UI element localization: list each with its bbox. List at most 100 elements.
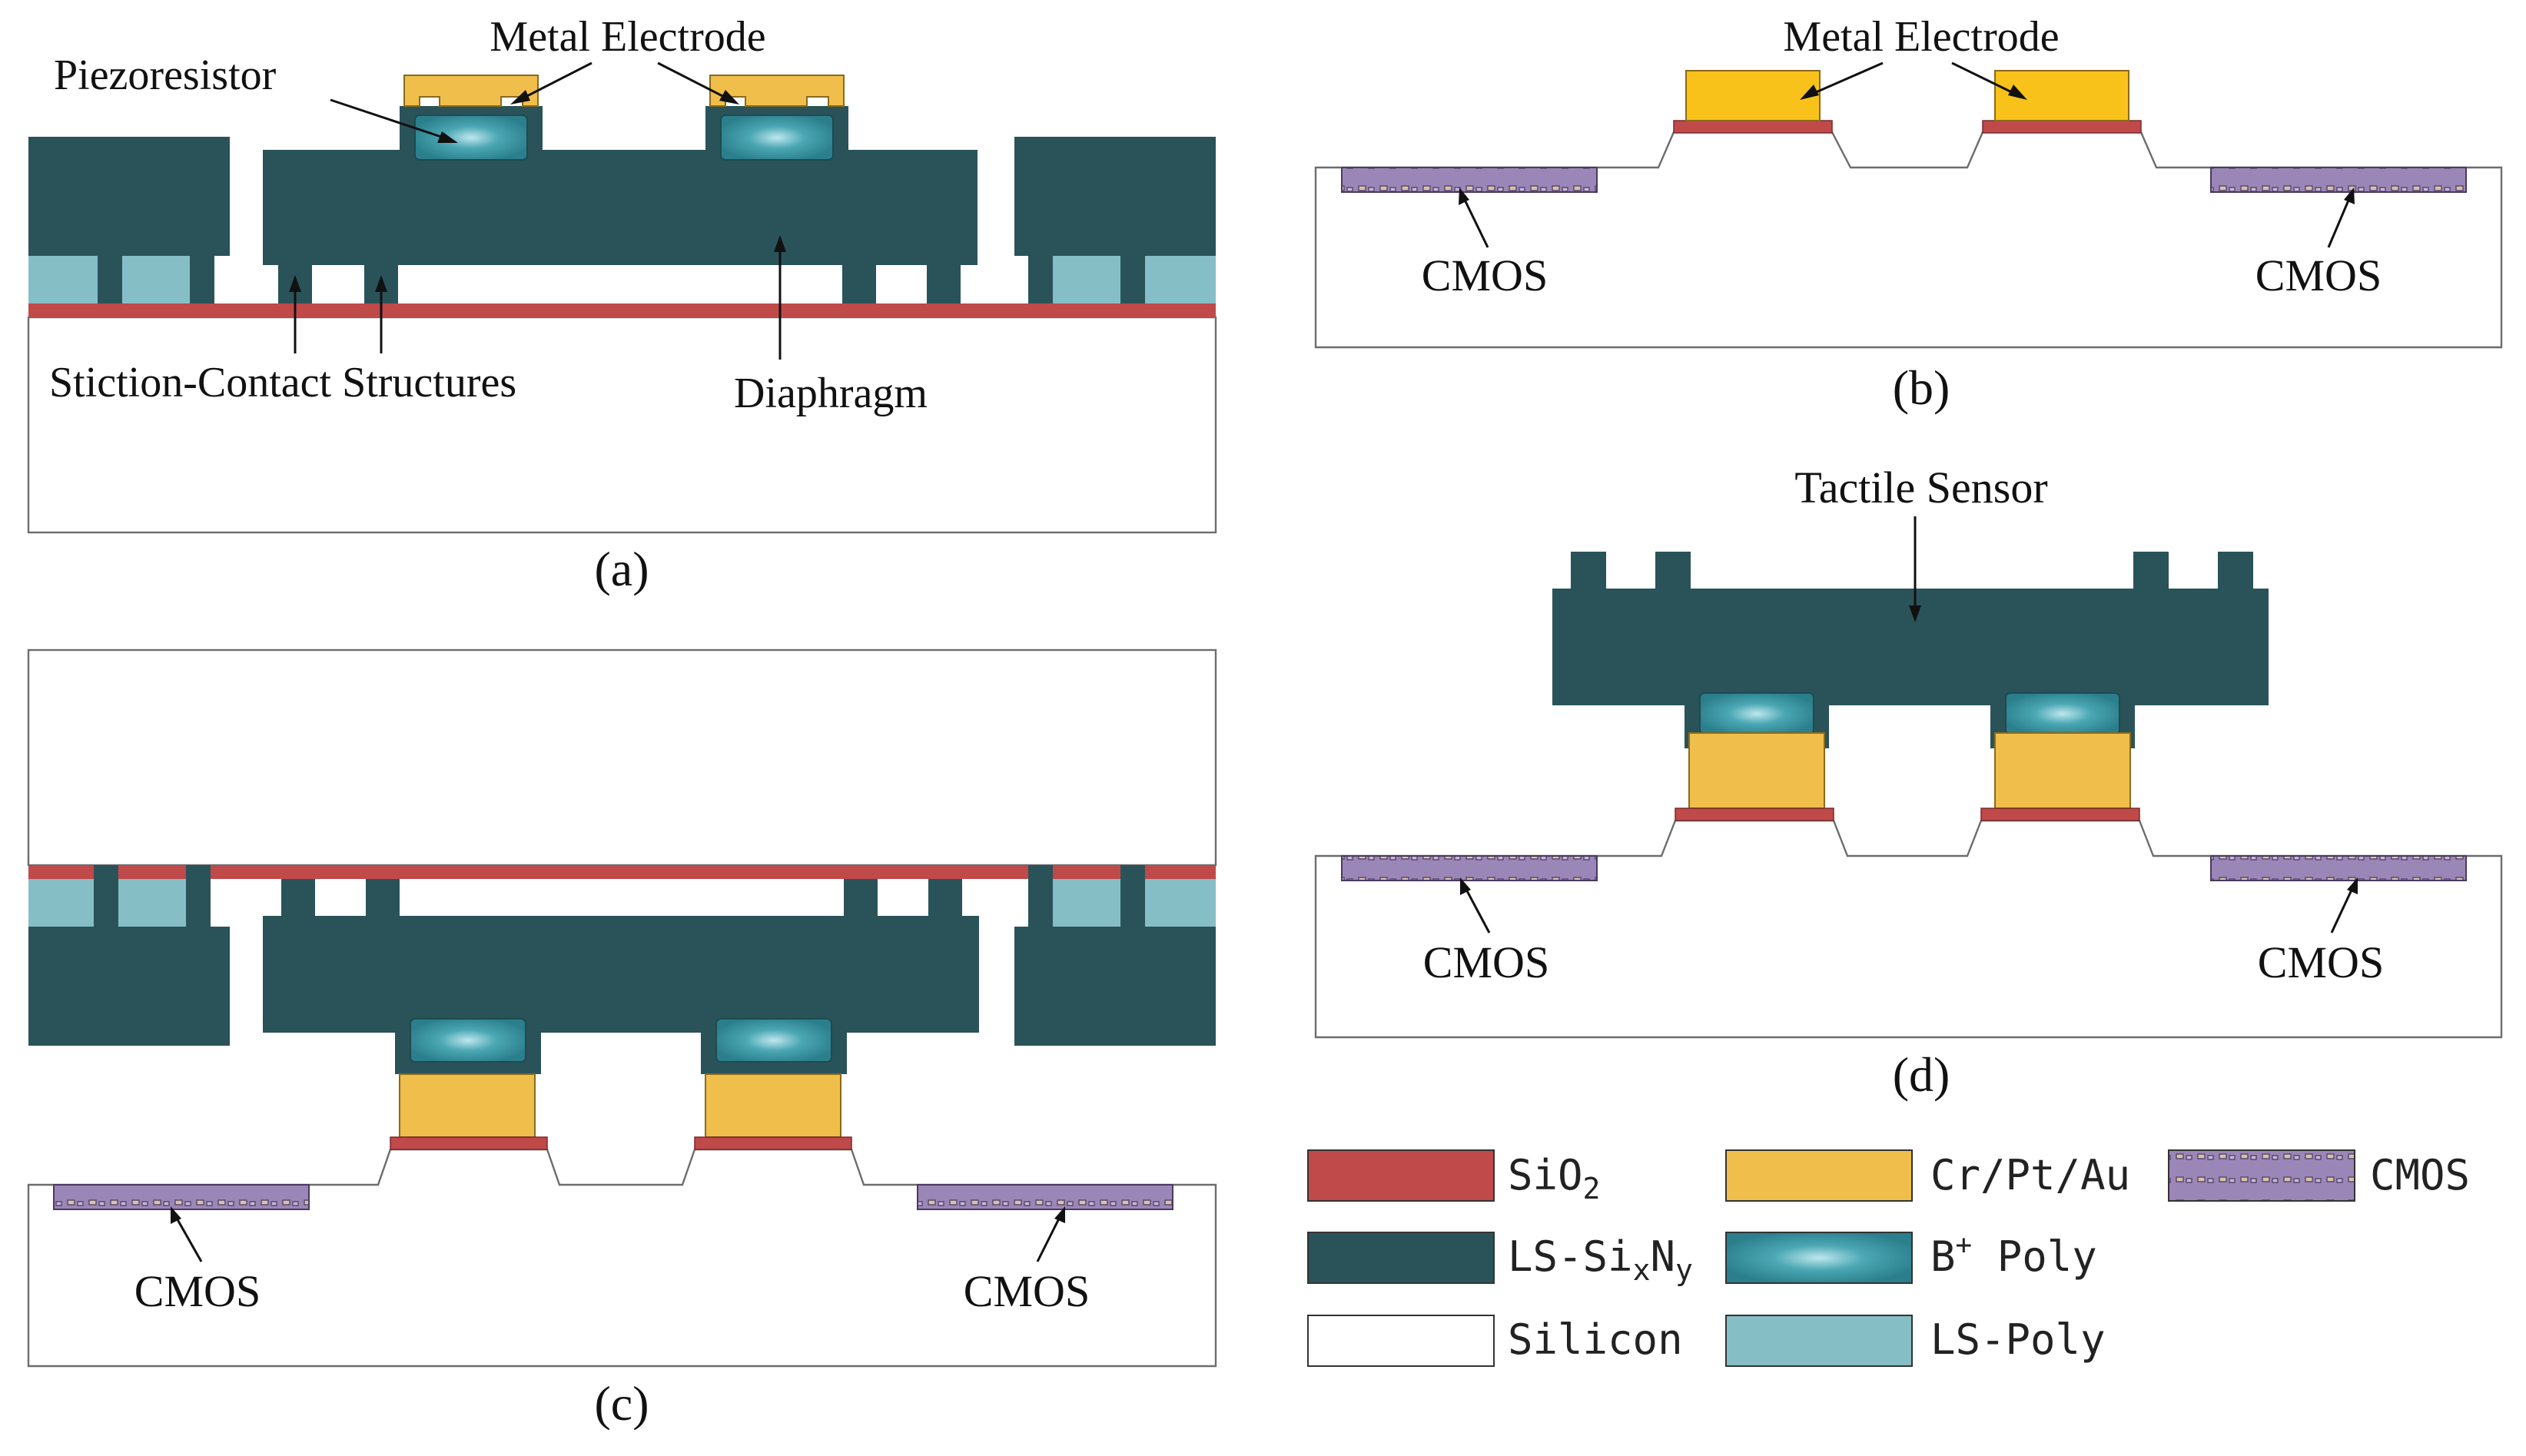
cmos-circuit-left xyxy=(53,1184,310,1210)
leader-line xyxy=(657,61,731,101)
arrow-head xyxy=(774,235,786,252)
arrow-head xyxy=(289,275,301,292)
label-cmos-left: CMOS xyxy=(1422,250,1548,300)
piezoresistor-right xyxy=(2005,692,2120,735)
sio2-pad xyxy=(1982,120,2142,134)
sio2-pad xyxy=(390,1136,548,1150)
silicon-substrate xyxy=(1314,819,2503,1039)
legend-label-cmos: CMOS xyxy=(2370,1151,2470,1199)
diaphragm xyxy=(263,150,978,265)
lspoly-pad xyxy=(122,256,190,303)
arrow-head xyxy=(1800,85,1819,100)
label-diaphragm: Diaphragm xyxy=(734,370,928,417)
piezoresistor-left xyxy=(410,1018,526,1063)
sixny-anchor xyxy=(98,256,122,303)
cmos-circuit-right xyxy=(917,1184,1173,1210)
legend-label-bpoly: B+ Poly xyxy=(1930,1229,2097,1281)
diaphragm xyxy=(263,916,979,1033)
label-cmos-right: CMOS xyxy=(2258,937,2384,987)
silicon-cap-wafer xyxy=(27,648,1217,867)
arrow-head xyxy=(437,131,458,143)
caption-c: (c) xyxy=(594,1376,649,1431)
arrow-head xyxy=(1460,877,1471,895)
caption-d: (d) xyxy=(1893,1047,1950,1102)
legend-swatch-sio2 xyxy=(1307,1149,1495,1202)
sixny-left-block xyxy=(28,927,230,1046)
silicon-substrate xyxy=(1314,131,2503,349)
sixny-right-block xyxy=(1014,927,1216,1046)
sio2-pad xyxy=(1673,120,1833,134)
leader-line xyxy=(1463,886,1491,934)
cmos-circuit-left xyxy=(1341,855,1598,881)
caption-a: (a) xyxy=(594,542,649,596)
sio2-pad xyxy=(1980,808,2140,821)
panel-a: Metal Electrode Piezoresistor Stiction-C… xyxy=(27,13,1217,596)
arrow-head xyxy=(1459,187,1469,205)
caption-b: (b) xyxy=(1893,360,1950,415)
bond-pillar-left xyxy=(1688,732,1825,809)
arrow-head xyxy=(2008,85,2027,100)
stiction-bump xyxy=(844,879,878,917)
stiction-bump xyxy=(1655,552,1691,590)
bond-pillar-left xyxy=(399,1073,536,1138)
arrow-head xyxy=(171,1206,181,1224)
sixny-anchor xyxy=(94,865,118,927)
stiction-bump xyxy=(1571,552,1606,590)
lspoly-pad xyxy=(1053,879,1120,927)
lspoly-pad xyxy=(1145,879,1216,927)
legend-label-lspoly: LS-Poly xyxy=(1930,1315,2106,1364)
arrow-head xyxy=(1054,1206,1065,1223)
metal-electrode-left xyxy=(1685,70,1821,121)
sio2-layer xyxy=(28,303,1216,317)
lspoly-pad xyxy=(28,879,94,927)
legend-swatch-crptau xyxy=(1725,1149,1913,1202)
piezoresistor-right xyxy=(715,1018,832,1063)
stiction-bump xyxy=(366,879,400,917)
arrow-head xyxy=(2347,877,2358,894)
label-stiction-contact-structures: Stiction-Contact Structures xyxy=(49,359,516,406)
bond-pillar-right xyxy=(705,1073,841,1138)
sio2-pad xyxy=(694,1136,852,1150)
label-cmos-left: CMOS xyxy=(134,1266,261,1316)
stiction-bump xyxy=(927,265,961,303)
arrow-head xyxy=(510,90,530,104)
leader-line xyxy=(174,1215,203,1262)
sixny-anchor xyxy=(1028,865,1053,927)
lspoly-pad xyxy=(28,256,98,303)
sixny-anchor xyxy=(190,256,214,303)
sixny-left-block xyxy=(28,137,230,256)
legend: SiO2 Cr/Pt/Au CMOS LS-SixNy B+ Poly Sili… xyxy=(1307,1149,2470,1367)
metal-electrode-right xyxy=(709,75,845,107)
leader-line xyxy=(1808,61,1884,97)
label-tactile-sensor: Tactile Sensor xyxy=(1794,463,2047,512)
cmos-circuit-right xyxy=(2210,167,2467,193)
legend-swatch-bpoly xyxy=(1725,1232,1913,1284)
label-metal-electrode: Metal Electrode xyxy=(490,13,765,61)
sixny-anchor xyxy=(1120,865,1145,927)
leader-line xyxy=(1951,61,2019,97)
legend-swatch-sixny xyxy=(1307,1232,1495,1284)
piezoresistor-left xyxy=(414,114,528,161)
label-cmos-right: CMOS xyxy=(2255,250,2382,300)
arrow-head xyxy=(2344,187,2355,204)
panel-d: Tactile Sensor CMOS CMOS (d) xyxy=(1314,463,2503,1102)
legend-swatch-cmos xyxy=(2168,1149,2355,1202)
label-cmos-left: CMOS xyxy=(1423,937,1549,987)
label-piezoresistor: Piezoresistor xyxy=(54,51,277,99)
panel-c: CMOS CMOS (c) xyxy=(27,648,1217,1431)
stiction-bump xyxy=(2218,552,2253,590)
sio2-layer xyxy=(28,865,1216,879)
stiction-bump xyxy=(281,879,315,917)
arrow-head xyxy=(719,90,739,104)
sixny-right-block xyxy=(1014,137,1216,256)
legend-swatch-lspoly xyxy=(1725,1315,1913,1367)
arrow-head xyxy=(375,275,387,292)
lspoly-pad xyxy=(1053,256,1120,303)
cmos-circuit-right xyxy=(2210,855,2467,881)
leader-line xyxy=(1036,1215,1062,1262)
sio2-pad xyxy=(1675,808,1834,821)
legend-label-silicon: Silicon xyxy=(1508,1315,1683,1364)
legend-swatch-silicon xyxy=(1307,1315,1495,1367)
leader-line xyxy=(330,98,446,140)
